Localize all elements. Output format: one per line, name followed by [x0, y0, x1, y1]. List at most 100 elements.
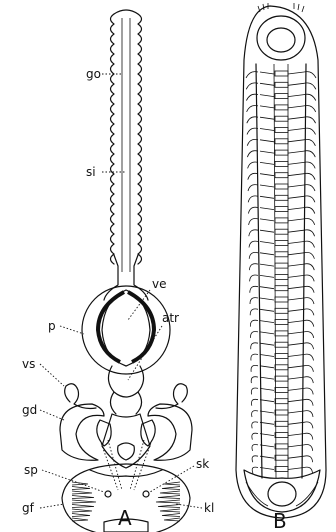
segment-inner [260, 264, 304, 266]
segment-inner [260, 388, 304, 390]
panel-b-bottom-fins-right [296, 482, 318, 506]
gill-lamella [72, 500, 96, 503]
gill-lamella [72, 509, 92, 512]
segment-inner [260, 72, 304, 74]
label-atr: atr [162, 311, 179, 325]
segment-inner [260, 434, 304, 436]
segment-outer-left [248, 185, 258, 191]
label-p: p [48, 319, 56, 333]
panel-label-b: B [273, 509, 287, 532]
stalk-wavy-right-edge [138, 14, 142, 264]
leader-gd [40, 410, 64, 420]
panel-label-a: A [118, 506, 132, 530]
leader-p [60, 326, 84, 334]
gill-lamella [160, 509, 180, 512]
segment-inner [260, 219, 304, 221]
segment-inner [260, 298, 304, 300]
label-si: si [86, 165, 96, 179]
label-ve: ve [152, 277, 166, 291]
segment-inner [260, 208, 304, 210]
segment-core [275, 195, 288, 200]
segment-inner [260, 140, 304, 142]
segment-outer-right [304, 309, 314, 315]
segment-core [275, 161, 288, 166]
segment-core [275, 365, 288, 370]
panel-a-drawing [60, 10, 192, 532]
segment-core [275, 387, 288, 392]
segment-outer-left [252, 467, 258, 473]
gill-lamella [162, 514, 180, 517]
gill-lamella [72, 518, 88, 521]
segment-outer-left [248, 173, 258, 179]
segment-outer-left [249, 230, 258, 236]
segment-outer-left [247, 151, 258, 157]
segment-inner [260, 253, 304, 255]
segment-core [275, 252, 288, 257]
gill-lamella [72, 482, 88, 485]
panel-b-inner-wall-right [302, 64, 306, 478]
leader-atr [128, 326, 162, 380]
segment-inner [260, 456, 304, 458]
gill-lamella [158, 496, 180, 499]
segment-core [275, 308, 288, 313]
neck-outline [104, 255, 148, 300]
segment-core [275, 263, 288, 268]
segment-outer-left [251, 399, 258, 405]
segment-outer-left [249, 264, 258, 270]
segment-core [275, 241, 288, 246]
segment-core [275, 274, 288, 279]
label-sp: sp [24, 463, 38, 477]
gill-lamella [164, 518, 180, 521]
gill-lamella [72, 505, 94, 508]
panel-b-bottom-oval [268, 482, 296, 506]
panel-b-inner-wall-left [256, 64, 262, 478]
segment-core [275, 184, 288, 189]
gill-lamella [72, 491, 92, 494]
segment-outer-right [304, 185, 315, 191]
label-go: go [86, 67, 101, 81]
segment-inner [260, 129, 304, 131]
segment-outer-left [250, 320, 258, 326]
segment-core [275, 399, 288, 404]
gill-lamellae-right [156, 482, 180, 521]
segment-outer-left [248, 207, 258, 213]
segment-inner [260, 321, 304, 323]
segment-outer-right [304, 343, 314, 349]
segment-inner [260, 343, 304, 345]
segment-inner [260, 162, 304, 164]
segment-inner [260, 445, 304, 447]
segment-inner [260, 377, 304, 379]
gill-lamella [160, 491, 180, 494]
segment-outer-left [251, 354, 258, 360]
segment-core [275, 150, 288, 155]
lower-body-top-notch [90, 470, 162, 476]
segment-inner [260, 117, 304, 119]
segment-inner [260, 151, 304, 153]
segment-core [275, 444, 288, 449]
segment-inner [260, 355, 304, 357]
segment-outer-right [304, 332, 314, 338]
segment-outer-right [304, 399, 313, 405]
segment-outer-left [248, 162, 258, 168]
segment-outer-left [250, 298, 258, 304]
segment-core [275, 139, 288, 144]
segment-core [275, 286, 288, 291]
segment-inner [260, 106, 304, 108]
central-knob [118, 443, 135, 460]
segment-inner [260, 275, 304, 277]
label-gf: gf [22, 501, 35, 515]
segment-inner [260, 95, 304, 97]
segment-inner [260, 422, 304, 424]
segment-outer-left [250, 309, 258, 315]
segment-core [275, 410, 288, 415]
segment-inner [260, 83, 304, 85]
panel-b-head-inner [267, 28, 295, 52]
segment-outer-left [249, 219, 258, 225]
segment-outer-right [304, 196, 315, 202]
segment-inner [260, 411, 304, 413]
segment-outer-right [304, 422, 313, 428]
segment-outer-right [304, 264, 314, 270]
panel-b-central-column-left [274, 64, 276, 478]
segment-outer-right [304, 162, 315, 168]
